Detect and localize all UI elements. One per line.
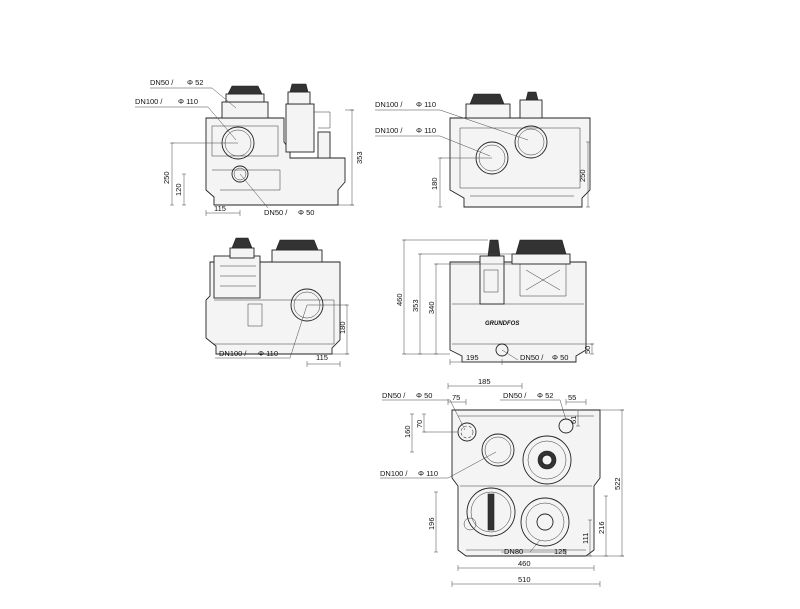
view-top-plan: 185 DN50 / Φ 50 DN50 / Φ 52 75 55 160 70… bbox=[380, 377, 624, 587]
v3-dim-180: 180 bbox=[338, 321, 347, 334]
view-side-right: DN100 / Φ 110 DN100 / Φ 110 180 250 bbox=[375, 91, 591, 208]
v5-dn50-left-label: DN50 / bbox=[382, 391, 406, 400]
v1-dim-353: 353 bbox=[355, 151, 364, 164]
v5-dia110-label: Φ 110 bbox=[418, 469, 438, 478]
v5-dn50-right-label: DN50 / bbox=[503, 391, 527, 400]
v4-dim-195: 195 bbox=[466, 353, 479, 362]
v4-dia50-label: Φ 50 bbox=[552, 353, 568, 362]
v5-dn100-label: DN100 / bbox=[380, 469, 408, 478]
v1-dia52-label: Φ 52 bbox=[187, 78, 203, 87]
v5-dim-510: 510 bbox=[518, 575, 531, 584]
v5-dim-196: 196 bbox=[427, 517, 436, 530]
v1-dim-250: 250 bbox=[162, 171, 171, 184]
view-front-left: DN50 / Φ 52 DN100 / Φ 110 DN50 / Φ 50 25… bbox=[135, 78, 364, 217]
v2-dim-250: 250 bbox=[578, 169, 587, 182]
v3-dn100-label: DN100 / bbox=[219, 349, 247, 358]
view-side-left: DN100 / Φ 110 180 115 bbox=[205, 237, 349, 367]
v2-dn100-b-label: DN100 / bbox=[375, 126, 403, 135]
v2-dia110-a-label: Φ 110 bbox=[416, 100, 436, 109]
v5-dim-185: 185 bbox=[478, 377, 491, 386]
v1-dia50-bottom-label: Φ 50 bbox=[298, 208, 314, 217]
v3-dim-115: 115 bbox=[316, 353, 328, 362]
v4-dn50-label: DN50 / bbox=[520, 353, 544, 362]
v5-dn80-label: DN80 bbox=[504, 547, 523, 556]
v5-dim-75: 75 bbox=[452, 393, 460, 402]
v1-dn100-label: DN100 / bbox=[135, 97, 163, 106]
v3-dia110-label: Φ 110 bbox=[258, 349, 278, 358]
v2-dia110-b-label: Φ 110 bbox=[416, 126, 436, 135]
v4-dim-50: 50 bbox=[583, 346, 592, 354]
v4-dim-340: 340 bbox=[427, 301, 436, 314]
v1-dn50-bottom-label: DN50 / bbox=[264, 208, 288, 217]
v5-dim-216: 216 bbox=[597, 521, 606, 534]
v5-dim-460: 460 bbox=[518, 559, 531, 568]
v5-dia52-right-label: Φ 52 bbox=[537, 391, 553, 400]
v5-dim-111: 111 bbox=[581, 533, 590, 544]
view-front-right: GRUNDFOS 460 353 340 195 DN50 / Φ 50 50 bbox=[395, 239, 594, 365]
v1-dia110-label: Φ 110 bbox=[178, 97, 198, 106]
v4-dim-460: 460 bbox=[395, 293, 404, 306]
v5-dim-522: 522 bbox=[613, 477, 622, 490]
v5-dia50-left-label: Φ 50 bbox=[416, 391, 432, 400]
v4-brand-logo: GRUNDFOS bbox=[485, 321, 519, 327]
v1-dn50-label: DN50 / bbox=[150, 78, 174, 87]
v2-dim-180: 180 bbox=[430, 177, 439, 190]
v1-dim-115: 115 bbox=[214, 204, 226, 213]
v1-dim-120: 120 bbox=[174, 183, 183, 196]
v5-dim-55: 55 bbox=[568, 393, 576, 402]
v5-dim-61: 61 bbox=[569, 416, 578, 424]
v5-dim-125: 125 bbox=[554, 547, 567, 556]
v5-dim-70: 70 bbox=[415, 420, 424, 428]
v5-dim-160: 160 bbox=[403, 425, 412, 438]
v4-dim-353: 353 bbox=[411, 299, 420, 312]
v2-dn100-a-label: DN100 / bbox=[375, 100, 403, 109]
